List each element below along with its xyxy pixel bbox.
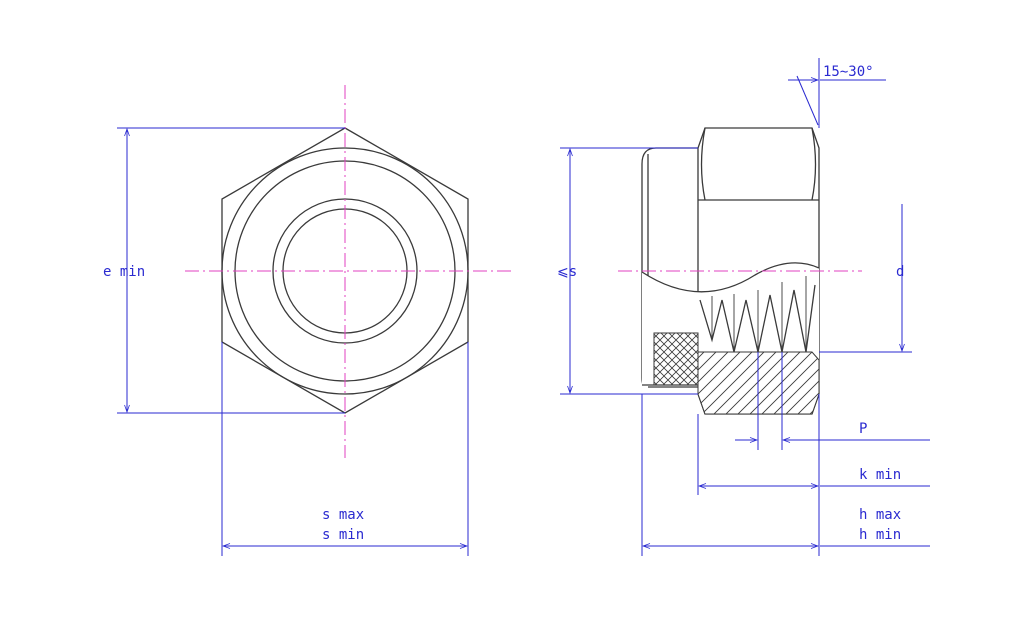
angle-dimension-line: [796, 75, 819, 126]
label-e-min: e min: [103, 264, 145, 280]
label-s-min: s min: [322, 527, 364, 543]
insert-lower-wall: [642, 384, 698, 388]
label-le-s: ⩽s: [557, 264, 577, 280]
label-s-max: s max: [322, 507, 364, 523]
label-angle: 15∼30°: [823, 64, 874, 80]
front-view: [185, 85, 515, 458]
labels: e min s max s min ⩽s d 15∼30° P k min h …: [103, 64, 904, 543]
section-break-line: [641, 262, 820, 293]
nylon-insert: [653, 332, 699, 386]
label-d: d: [896, 264, 904, 280]
hex-face-curve-upper: [700, 127, 817, 201]
label-h-max: h max: [859, 507, 901, 523]
label-p: P: [859, 421, 867, 437]
dimensions: [117, 58, 930, 556]
label-k-min: k min: [859, 467, 901, 483]
thread-root-lines: [711, 276, 807, 352]
side-view: [618, 127, 862, 415]
label-h-min: h min: [859, 527, 901, 543]
